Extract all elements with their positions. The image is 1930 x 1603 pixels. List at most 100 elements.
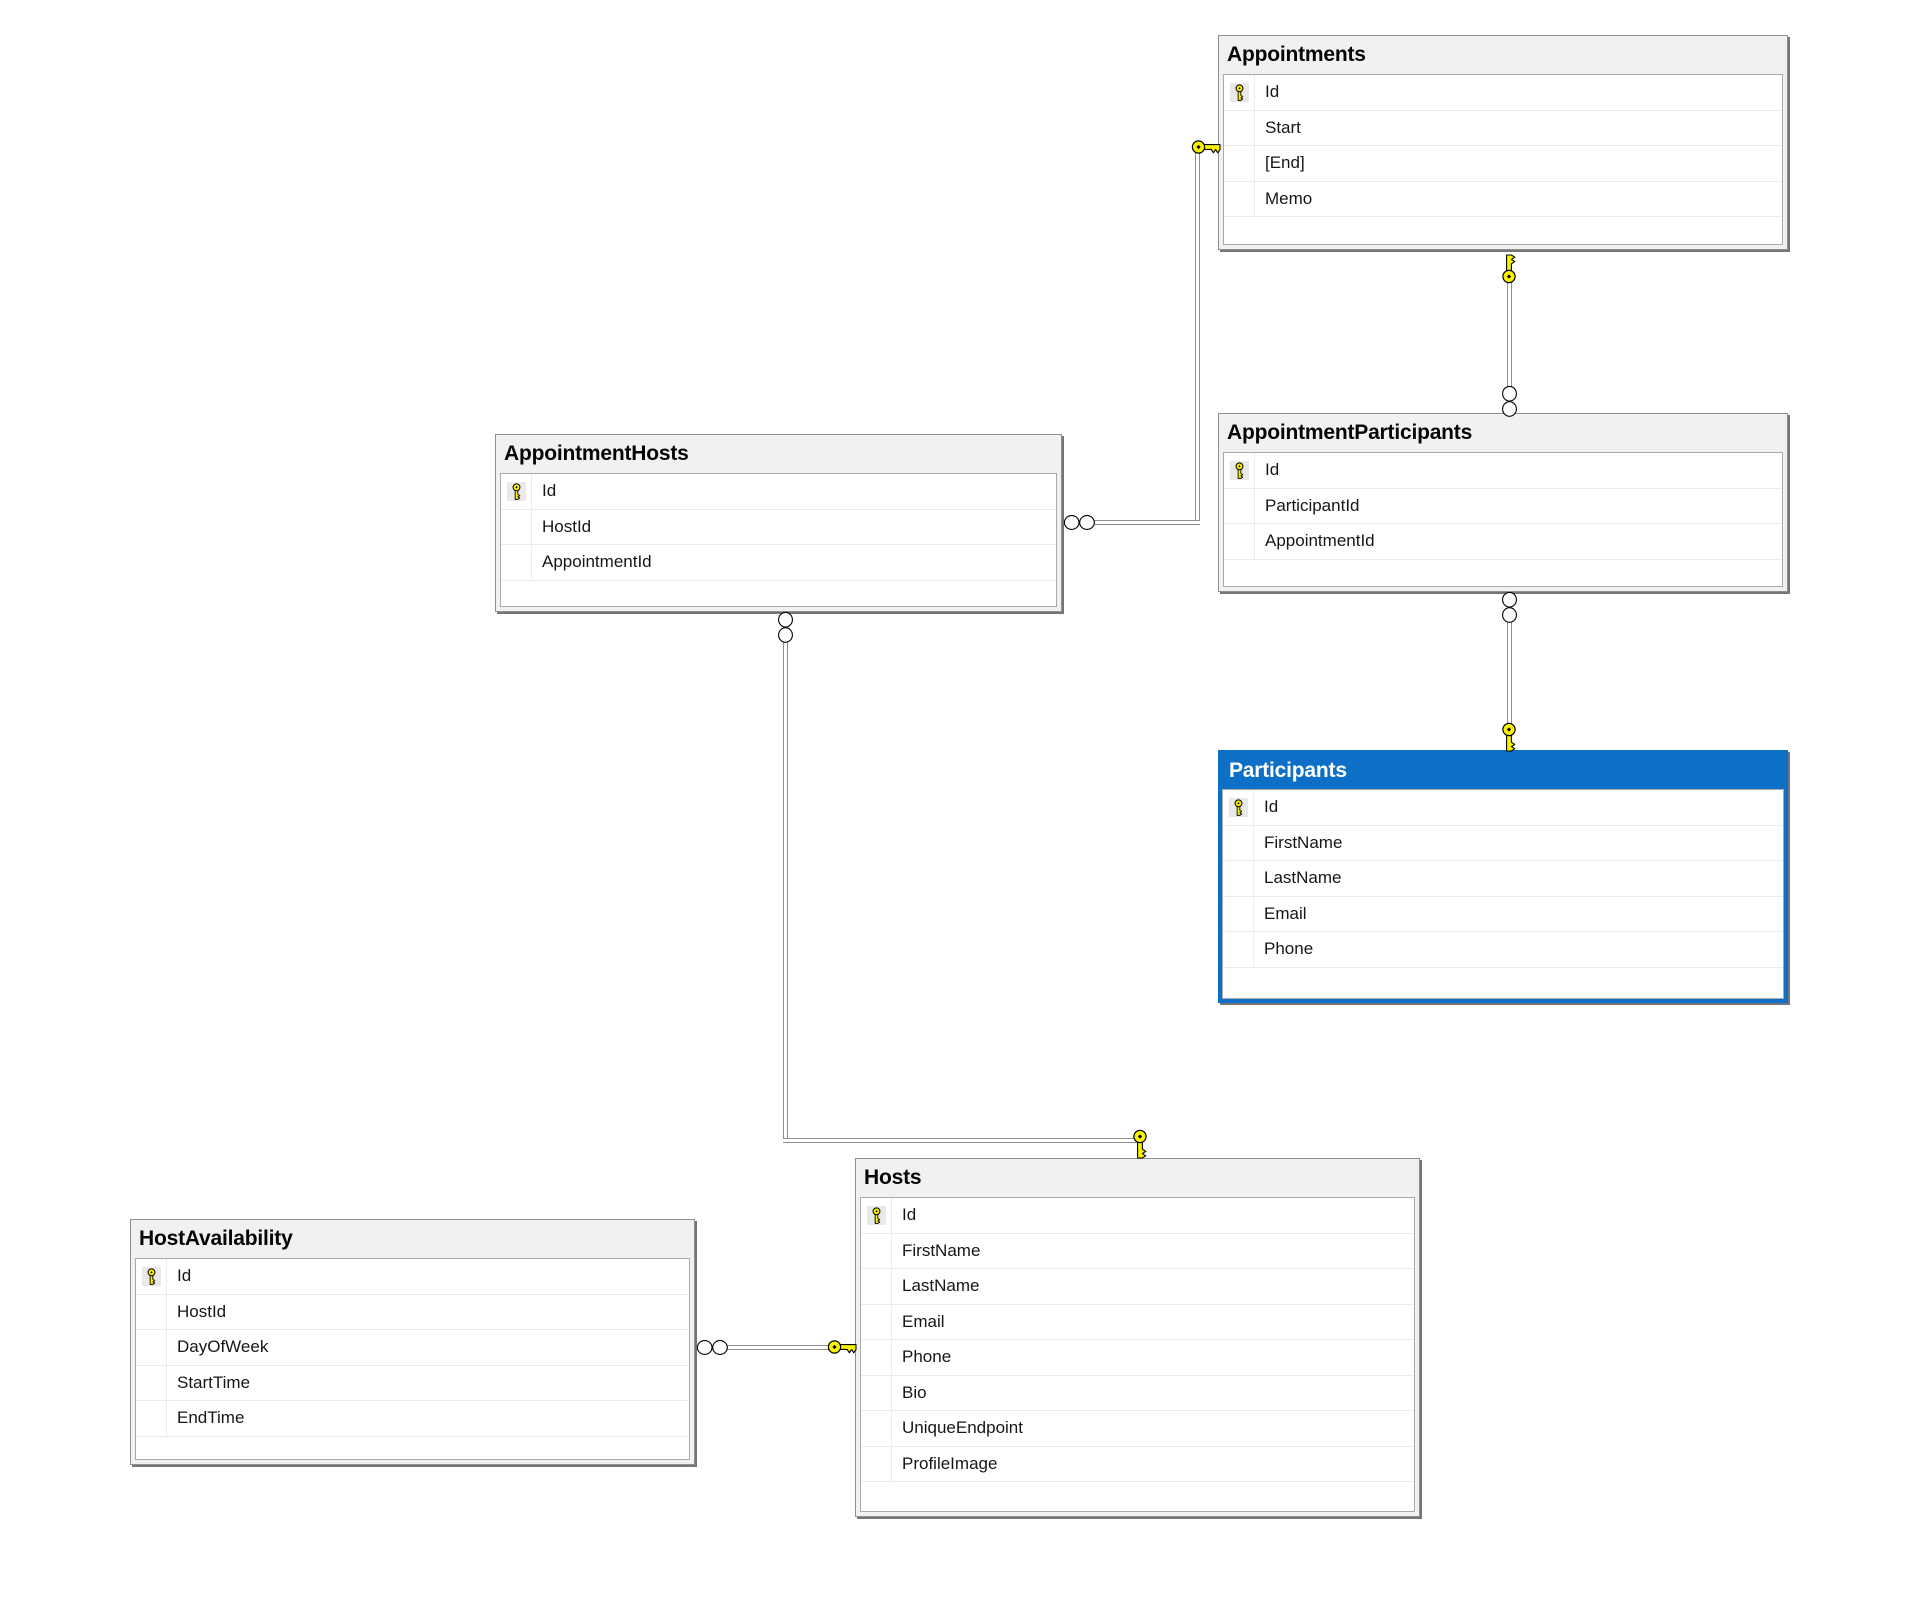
- table-title[interactable]: Appointments: [1227, 42, 1366, 66]
- relationship-line-appointmenthosts-appointments[interactable]: [1195, 150, 1200, 522]
- column-name: Id: [1265, 82, 1280, 102]
- relationship-line-appointmenthosts-hosts[interactable]: [783, 1138, 1140, 1143]
- column-name: Phone: [902, 1347, 952, 1367]
- row-selector-cell[interactable]: [1223, 932, 1254, 967]
- column-row[interactable]: Id: [1223, 790, 1783, 826]
- row-selector-cell[interactable]: [1224, 110, 1255, 145]
- column-row[interactable]: Id: [1224, 453, 1782, 489]
- column-row[interactable]: DayOfWeek: [136, 1330, 689, 1366]
- row-selector-cell[interactable]: [501, 509, 532, 544]
- column-row[interactable]: HostId: [136, 1294, 689, 1330]
- column-row[interactable]: LastName: [1223, 861, 1783, 897]
- row-selector-cell[interactable]: [1224, 453, 1255, 488]
- row-selector-cell[interactable]: [1224, 488, 1255, 523]
- column-name: Email: [902, 1311, 945, 1331]
- column-row[interactable]: StartTime: [136, 1365, 689, 1401]
- row-selector-cell[interactable]: [861, 1233, 892, 1268]
- column-row[interactable]: ParticipantId: [1224, 488, 1782, 524]
- column-row[interactable]: HostId: [501, 509, 1056, 545]
- row-selector-cell[interactable]: [136, 1401, 167, 1436]
- column-name: EndTime: [177, 1408, 245, 1428]
- column-name: Id: [542, 481, 557, 501]
- table-title[interactable]: HostAvailability: [139, 1226, 293, 1250]
- row-selector-cell[interactable]: [861, 1198, 892, 1233]
- column-name: AppointmentId: [1265, 531, 1375, 551]
- row-selector-cell[interactable]: [1224, 524, 1255, 559]
- row-selector-cell[interactable]: [501, 545, 532, 580]
- column-row[interactable]: [End]: [1224, 146, 1782, 182]
- column-name: AppointmentId: [542, 552, 652, 572]
- column-row[interactable]: Start: [1224, 110, 1782, 146]
- table-title[interactable]: Participants: [1229, 759, 1347, 782]
- row-selector-cell[interactable]: [861, 1446, 892, 1481]
- column-name: Bio: [902, 1382, 927, 1402]
- primary-key-icon: [1228, 797, 1248, 817]
- column-name: HostId: [177, 1301, 227, 1321]
- column-name: [End]: [1265, 153, 1305, 173]
- one-end-key-icon: [1191, 139, 1221, 155]
- row-selector-cell[interactable]: [136, 1259, 167, 1294]
- relationship-line-appointmenthosts-appointments[interactable]: [1090, 520, 1200, 525]
- column-row[interactable]: Phone: [1223, 932, 1783, 968]
- row-selector-cell[interactable]: [1224, 75, 1255, 110]
- one-end-key-icon: [827, 1339, 857, 1355]
- one-end-key-icon: [1132, 1129, 1148, 1159]
- row-selector-cell[interactable]: [861, 1340, 892, 1375]
- table-title[interactable]: AppointmentHosts: [504, 441, 689, 465]
- row-selector-cell[interactable]: [861, 1304, 892, 1339]
- column-row[interactable]: AppointmentId: [501, 545, 1056, 581]
- column-row[interactable]: Email: [861, 1304, 1414, 1340]
- column-row[interactable]: UniqueEndpoint: [861, 1411, 1414, 1447]
- row-selector-cell[interactable]: [136, 1365, 167, 1400]
- row-selector-cell[interactable]: [861, 1269, 892, 1304]
- column-row[interactable]: Email: [1223, 896, 1783, 932]
- column-row[interactable]: Memo: [1224, 181, 1782, 217]
- row-selector-cell[interactable]: [861, 1375, 892, 1410]
- relationship-line-appointmentparticipants-appointments[interactable]: [1507, 282, 1512, 390]
- column-row[interactable]: ProfileImage: [861, 1446, 1414, 1482]
- relationship-line-appointmentparticipants-participants[interactable]: [1507, 620, 1512, 726]
- row-selector-cell[interactable]: [136, 1294, 167, 1329]
- column-row[interactable]: AppointmentId: [1224, 524, 1782, 560]
- row-selector-cell[interactable]: [501, 474, 532, 509]
- column-row[interactable]: Phone: [861, 1340, 1414, 1376]
- column-row[interactable]: Id: [1224, 75, 1782, 111]
- column-row[interactable]: EndTime: [136, 1401, 689, 1437]
- column-row[interactable]: FirstName: [1223, 825, 1783, 861]
- column-row[interactable]: LastName: [861, 1269, 1414, 1305]
- column-row[interactable]: Id: [136, 1259, 689, 1295]
- relationship-line-appointmenthosts-hosts[interactable]: [783, 638, 788, 1143]
- column-name: Id: [1264, 797, 1279, 817]
- row-selector-cell[interactable]: [1223, 861, 1254, 896]
- relationship-line-hostavailability-hosts[interactable]: [722, 1345, 840, 1350]
- row-selector-cell[interactable]: [861, 1411, 892, 1446]
- row-selector-cell[interactable]: [1223, 790, 1254, 825]
- column-row[interactable]: Id: [501, 474, 1056, 510]
- row-selector-cell[interactable]: [1223, 825, 1254, 860]
- column-row[interactable]: FirstName: [861, 1233, 1414, 1269]
- column-name: ProfileImage: [902, 1453, 998, 1473]
- column-name: FirstName: [1264, 832, 1343, 852]
- row-selector-cell[interactable]: [136, 1330, 167, 1365]
- one-end-key-icon: [1501, 254, 1517, 284]
- row-selector-cell[interactable]: [1223, 896, 1254, 931]
- row-selector-cell[interactable]: [1224, 146, 1255, 181]
- table-title[interactable]: Hosts: [864, 1165, 922, 1189]
- column-row[interactable]: Id: [861, 1198, 1414, 1234]
- table-title[interactable]: AppointmentParticipants: [1227, 420, 1473, 444]
- row-selector-cell[interactable]: [1224, 181, 1255, 216]
- column-name: Start: [1265, 117, 1301, 137]
- column-row[interactable]: Bio: [861, 1375, 1414, 1411]
- column-name: Id: [1265, 460, 1280, 480]
